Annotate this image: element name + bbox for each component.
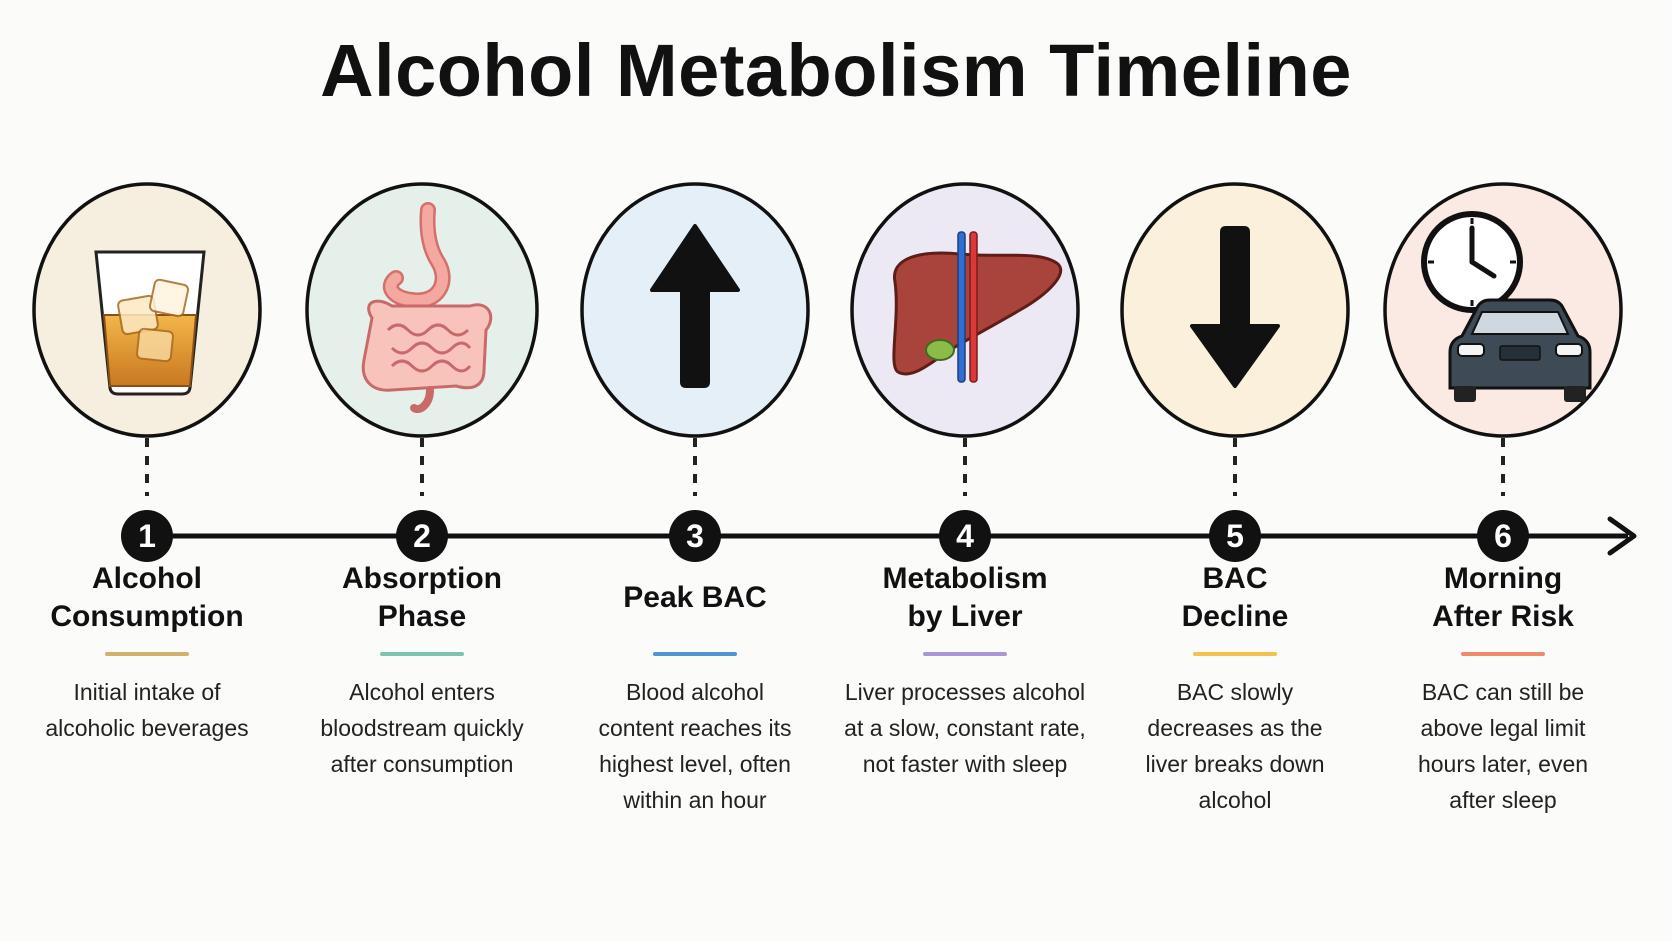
step-4-text: Metabolism by Liver Liver processes alco… xyxy=(840,560,1090,782)
down-arrow-icon xyxy=(1190,226,1280,388)
step-4 xyxy=(850,182,1080,496)
timeline-arrowhead xyxy=(1607,516,1637,556)
page-title: Alcohol Metabolism Timeline xyxy=(320,29,1352,112)
step-3-text: Peak BAC Blood alcohol content reaches i… xyxy=(570,560,820,818)
step-1-title: Alcohol Consumption xyxy=(50,562,244,633)
liver-icon xyxy=(892,231,1062,383)
step-5-title: BAC Decline xyxy=(1181,562,1289,633)
step-3-accent xyxy=(653,652,737,656)
step-2-title: Absorption Phase xyxy=(342,562,502,633)
step-1 xyxy=(32,182,262,496)
step-number-2: 2 xyxy=(396,510,448,562)
svg-text:3: 3 xyxy=(686,518,704,554)
step-5-description: BAC slowly decreases as the liver breaks… xyxy=(1145,679,1325,813)
step-6-text: Morning After Risk BAC can still be abov… xyxy=(1378,560,1628,818)
clock-car-icon xyxy=(1421,211,1592,402)
step-2 xyxy=(305,182,539,496)
step-6-description: BAC can still be above legal limit hours… xyxy=(1417,679,1589,813)
stomach-intestines-icon xyxy=(361,202,493,413)
step-number-3: 3 xyxy=(669,510,721,562)
up-arrow-icon xyxy=(650,224,740,388)
step-1-description: Initial intake of alcoholic beverages xyxy=(45,679,249,741)
step-number-5: 5 xyxy=(1209,510,1261,562)
step-5-accent xyxy=(1193,652,1277,656)
step-6 xyxy=(1383,182,1623,496)
step-3-description: Blood alcohol content reaches its highes… xyxy=(598,679,792,813)
step-4-title: Metabolism by Liver xyxy=(882,562,1048,633)
svg-text:2: 2 xyxy=(413,518,431,554)
whiskey-glass-icon xyxy=(94,250,206,396)
step-2-accent xyxy=(380,652,464,656)
step-5 xyxy=(1120,182,1350,496)
step-2-text: Absorption Phase Alcohol enters bloodstr… xyxy=(297,560,547,782)
svg-text:1: 1 xyxy=(138,518,156,554)
step-1-accent xyxy=(105,652,189,656)
svg-text:4: 4 xyxy=(956,518,974,554)
step-3-title: Peak BAC xyxy=(623,581,767,614)
svg-text:6: 6 xyxy=(1494,518,1512,554)
step-6-title: Morning After Risk xyxy=(1432,562,1574,633)
step-number-6: 6 xyxy=(1477,510,1529,562)
step-4-accent xyxy=(923,652,1007,656)
step-number-1: 1 xyxy=(121,510,173,562)
step-4-description: Liver processes alcohol at a slow, const… xyxy=(844,679,1086,777)
step-6-accent xyxy=(1461,652,1545,656)
step-2-description: Alcohol enters bloodstream quickly after… xyxy=(320,679,524,777)
step-3 xyxy=(580,182,810,496)
step-5-text: BAC Decline BAC slowly decreases as the … xyxy=(1110,560,1360,818)
svg-text:5: 5 xyxy=(1226,518,1244,554)
step-number-4: 4 xyxy=(939,510,991,562)
step-1-text: Alcohol Consumption Initial intake of al… xyxy=(22,560,272,746)
